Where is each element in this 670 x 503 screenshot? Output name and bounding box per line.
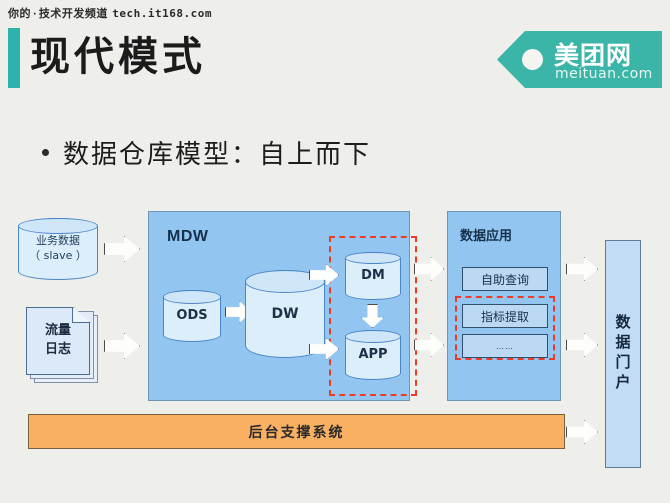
arrow-app-panel-to-portal-mid-icon: [566, 333, 598, 357]
logo-name-cn: 美团网: [554, 41, 633, 70]
watermark-url: tech.it168.com: [112, 7, 212, 20]
node-ods-label: ODS: [176, 308, 208, 324]
cylinder-top-shape: [345, 252, 401, 265]
arrow-app-panel-to-portal-top-icon: [566, 257, 598, 281]
bullet-item: 数据仓库模型：自上而下: [42, 134, 371, 171]
node-dm-label: DM: [361, 268, 385, 284]
node-app-label: APP: [358, 347, 388, 363]
business-data-line1: 业务数据: [36, 234, 80, 248]
architecture-diagram: 业务数据 （ slave ） 流量 日志 MDW ODS: [0, 205, 670, 475]
watermark-channel: 技术开发频道: [38, 7, 108, 20]
title-accent-bar: [8, 28, 20, 88]
cylinder-top-shape: [18, 218, 98, 235]
node-data-portal-label: 数据门户: [613, 314, 632, 394]
cylinder-top-shape: [163, 290, 221, 304]
site-watermark: 你的·技术开发频道 tech.it168.com: [8, 5, 212, 21]
app-item-metric-extraction[interactable]: 指标提取: [462, 304, 548, 328]
highlight-box-app-items: [455, 296, 555, 360]
node-traffic-log-label: 流量 日志: [26, 307, 90, 375]
app-item-more[interactable]: ……: [462, 334, 548, 358]
watermark-separator: ·: [33, 10, 37, 20]
panel-mdw-title: MDW: [167, 228, 209, 245]
node-app: APP: [345, 330, 401, 380]
panel-mdw: MDW ODS DW DM: [148, 211, 417, 401]
node-support-system: 后台支撑系统: [28, 414, 565, 449]
traffic-log-line2: 日志: [44, 342, 71, 357]
logo-name-en: meituan.com: [555, 66, 653, 82]
node-data-portal: 数据门户: [605, 240, 641, 468]
panel-data-application: 数据应用 自助查询 指标提取 ……: [447, 211, 561, 401]
watermark-prefix: 你的: [8, 7, 31, 20]
bullet-marker-icon: [42, 149, 49, 156]
page-title: 现代模式: [30, 33, 206, 80]
panel-data-application-title: 数据应用: [460, 228, 513, 243]
node-dm: DM: [345, 252, 401, 300]
arrow-traffic-log-to-mdw-icon: [104, 333, 140, 359]
arrow-support-bar-to-portal-icon: [566, 420, 598, 444]
arrow-app-to-app-panel-icon: [414, 333, 444, 357]
node-support-system-label: 后台支撑系统: [248, 424, 345, 441]
node-ods: ODS: [163, 290, 221, 342]
app-item-self-service-query[interactable]: 自助查询: [462, 267, 548, 291]
business-data-line2: （ slave ）: [29, 249, 87, 262]
arrow-dm-to-app-panel-icon: [414, 257, 444, 281]
node-business-data-label: 业务数据 （ slave ）: [18, 218, 98, 280]
meituan-logo: 美团网 meituan.com: [497, 31, 662, 88]
cylinder-top-shape: [245, 270, 325, 293]
arrow-business-data-to-mdw-icon: [104, 236, 140, 262]
node-traffic-log: 流量 日志: [26, 307, 100, 383]
logo-dot-icon: [522, 49, 543, 70]
highlight-box-dm-app: [329, 236, 417, 396]
node-business-data: 业务数据 （ slave ）: [18, 218, 98, 280]
node-dw-label: DW: [271, 305, 299, 322]
bullet-label: 数据仓库模型：自上而下: [63, 140, 372, 170]
node-dw: DW: [245, 270, 325, 358]
traffic-log-line1: 流量: [44, 323, 71, 339]
cylinder-top-shape: [345, 330, 401, 343]
